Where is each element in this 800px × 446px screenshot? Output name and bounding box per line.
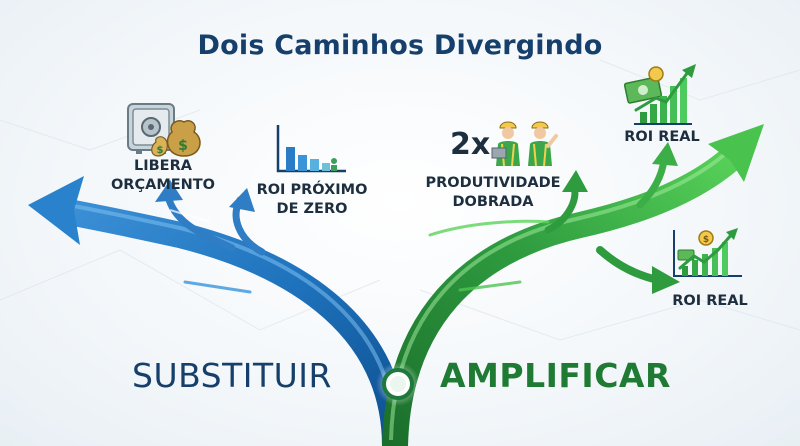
divergence-node <box>376 362 420 406</box>
svg-text:$: $ <box>178 138 188 154</box>
diagram-title: Dois Caminhos Divergindo <box>197 30 603 61</box>
label-line: ROI REAL <box>672 293 748 309</box>
path-name-substituir: SUBSTITUIR <box>132 356 332 395</box>
green-main-stream <box>382 137 753 446</box>
branch-label-roi-real-top: ROI REAL <box>612 128 712 147</box>
branch-label-libera-orcamento: LIBERA ORÇAMENTO <box>98 157 228 195</box>
blue-path <box>28 176 408 446</box>
label-line: ROI REAL <box>624 129 700 145</box>
green-main-arrowhead <box>708 124 764 182</box>
blue-main-arrowhead <box>28 176 84 245</box>
svg-text:$: $ <box>157 145 164 156</box>
blue-branch-1 <box>164 192 236 252</box>
rising-chart-cash-icon <box>623 64 696 125</box>
label-line: ROI PRÓXIMO <box>256 182 368 198</box>
two-workers-icon <box>491 121 558 167</box>
productivity-multiplier: 2x <box>450 127 491 162</box>
path-name-amplificar: AMPLIFICAR <box>440 356 671 395</box>
label-line: LIBERA <box>134 158 192 174</box>
label-line: ORÇAMENTO <box>110 177 216 193</box>
flat-bar-chart-icon <box>276 125 346 173</box>
green-path <box>382 124 764 446</box>
branch-label-produtividade-dobrada: PRODUTIVIDADE DOBRADA <box>418 174 568 212</box>
label-line: DOBRADA <box>452 194 534 210</box>
safe-and-money-bag-icon: $ $ <box>127 103 201 157</box>
svg-text:$: $ <box>703 235 709 245</box>
branch-label-roi-real-bottom: ROI REAL <box>660 292 760 311</box>
label-line: PRODUTIVIDADE <box>425 175 561 191</box>
rising-chart-coin-icon: $ <box>673 228 742 277</box>
branch-label-roi-proximo-de-zero: ROI PRÓXIMO DE ZERO <box>242 181 382 219</box>
green-branch-3 <box>596 246 662 284</box>
label-line: DE ZERO <box>276 201 348 217</box>
